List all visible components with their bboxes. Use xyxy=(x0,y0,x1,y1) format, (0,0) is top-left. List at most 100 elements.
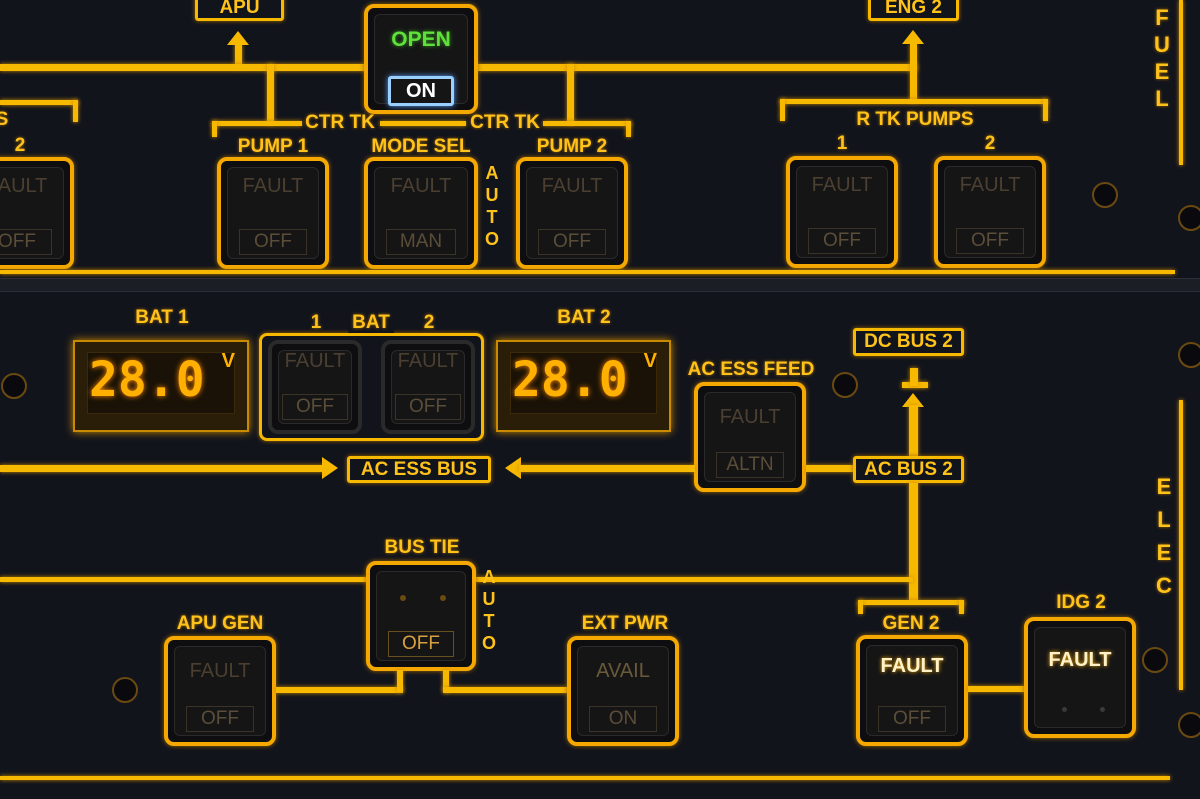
pump2-label: PUMP 2 xyxy=(536,136,608,157)
flow-line xyxy=(910,368,918,386)
flow-line xyxy=(519,465,695,472)
flow-line xyxy=(959,600,964,614)
apu-gen-button[interactable]: FAULT OFF xyxy=(164,636,276,746)
apu-gen-label: APU GEN xyxy=(176,613,264,634)
ctr-tk-label: CTR TK xyxy=(305,112,375,133)
flow-line xyxy=(1179,0,1183,165)
bat-group xyxy=(259,333,484,441)
flow-line xyxy=(780,99,785,121)
r-tk-pumps-label: R TK PUMPS xyxy=(856,109,974,130)
apu-label-box: APU xyxy=(195,0,284,21)
bat1-voltage-value: 28.0 xyxy=(89,352,205,408)
flow-line xyxy=(567,64,574,124)
mode-sel-button[interactable]: FAULT MAN xyxy=(364,157,478,269)
button-legend: OFF xyxy=(538,229,606,255)
flow-line xyxy=(0,465,325,472)
button-legend: OFF xyxy=(388,631,454,657)
button-legend: AVAIL xyxy=(596,660,650,682)
screw xyxy=(832,372,858,398)
xfeed-button[interactable]: OPEN ON xyxy=(364,4,478,114)
gen2-label: GEN 2 xyxy=(882,613,940,634)
button-legend: FAULT xyxy=(189,660,251,682)
button-legend: OFF xyxy=(282,394,348,420)
fuel-panel-label: FUEL xyxy=(1154,5,1170,111)
flow-line xyxy=(476,577,913,582)
bat2-voltage-value: 28.0 xyxy=(512,352,628,408)
button-legend: OFF xyxy=(186,706,254,732)
arrow-up-icon xyxy=(902,30,924,44)
ac-ess-bus-box: AC ESS BUS xyxy=(347,456,491,483)
xfeed-open-light: OPEN xyxy=(391,28,451,51)
button-legend: MAN xyxy=(386,229,456,255)
bat1-voltage-unit: V xyxy=(221,350,235,372)
button-legend: FAULT xyxy=(397,350,459,372)
fuel-line xyxy=(0,64,366,71)
flow-line xyxy=(267,64,274,124)
screw xyxy=(1092,182,1118,208)
flow-line xyxy=(380,121,466,126)
button-legend: OFF xyxy=(0,229,52,255)
flow-line xyxy=(0,100,78,105)
flow-line xyxy=(780,99,1048,104)
button-legend: ON xyxy=(589,706,657,732)
button-legend: OFF xyxy=(956,228,1024,254)
flow-line xyxy=(397,670,403,692)
auto-label: AUTO xyxy=(481,567,496,653)
button-legend: FAULT xyxy=(541,175,603,197)
left-tk-pump-2-button[interactable]: FAULT OFF xyxy=(0,157,74,269)
screw xyxy=(1142,647,1168,673)
button-legend: FAULT xyxy=(242,175,304,197)
bat1-voltage-display: 28.0 V xyxy=(73,340,249,432)
flow-line xyxy=(443,670,449,692)
ext-pwr-button[interactable]: AVAIL ON xyxy=(567,636,679,746)
button-legend: ALTN xyxy=(716,452,784,478)
flow-line xyxy=(0,577,368,582)
mode-sel-label: MODE SEL xyxy=(371,136,471,157)
flow-line xyxy=(968,686,1026,692)
bat1-label: BAT 1 xyxy=(135,307,189,328)
arrow-up-icon xyxy=(227,31,249,45)
dc-bus-2-box: DC BUS 2 xyxy=(853,328,964,356)
flow-line xyxy=(235,44,242,68)
button-legend: OFF xyxy=(395,394,461,420)
flow-line xyxy=(443,687,568,693)
idg2-label: IDG 2 xyxy=(1056,592,1106,613)
flow-line xyxy=(858,600,863,614)
idg2-button[interactable]: FAULT xyxy=(1024,617,1136,738)
fuel-line xyxy=(477,64,917,71)
button-legend: OFF xyxy=(878,706,946,732)
button-legend: FAULT xyxy=(719,406,781,428)
screw xyxy=(1178,342,1200,368)
flow-line xyxy=(543,121,631,126)
button-legend: FAULT xyxy=(0,175,48,197)
ac-bus-2-box: AC BUS 2 xyxy=(853,456,964,483)
bat2-button[interactable]: FAULT OFF xyxy=(381,340,475,434)
flow-line xyxy=(276,687,403,693)
button-legend: FAULT xyxy=(959,174,1021,196)
ac-ess-feed-label: AC ESS FEED xyxy=(687,359,815,380)
r-tk-pump2-button[interactable]: FAULT OFF xyxy=(934,156,1046,268)
flow-line xyxy=(858,600,964,605)
bus-tie-button[interactable]: OFF xyxy=(366,561,476,671)
button-legend: FAULT xyxy=(284,350,346,372)
flow-line xyxy=(626,121,631,137)
flow-line xyxy=(1043,99,1048,121)
bat1-button[interactable]: FAULT OFF xyxy=(268,340,362,434)
pump1-label: PUMP 1 xyxy=(237,136,309,157)
bat2-label: BAT 2 xyxy=(557,307,611,328)
bat2-voltage-unit: V xyxy=(643,350,657,372)
button-legend: FAULT xyxy=(390,175,452,197)
button-legend: FAULT xyxy=(1048,649,1112,671)
screw xyxy=(1178,712,1200,738)
auto-label: AUTO xyxy=(484,163,499,249)
arrow-left-icon xyxy=(505,457,521,479)
flow-line xyxy=(806,465,853,472)
ctr-tk-pump2-button[interactable]: FAULT OFF xyxy=(516,157,628,269)
button-legend: OFF xyxy=(808,228,876,254)
ac-ess-feed-button[interactable]: FAULT ALTN xyxy=(694,382,806,492)
elec-panel-label: ELEC xyxy=(1156,474,1172,598)
flow-line xyxy=(0,270,1175,274)
